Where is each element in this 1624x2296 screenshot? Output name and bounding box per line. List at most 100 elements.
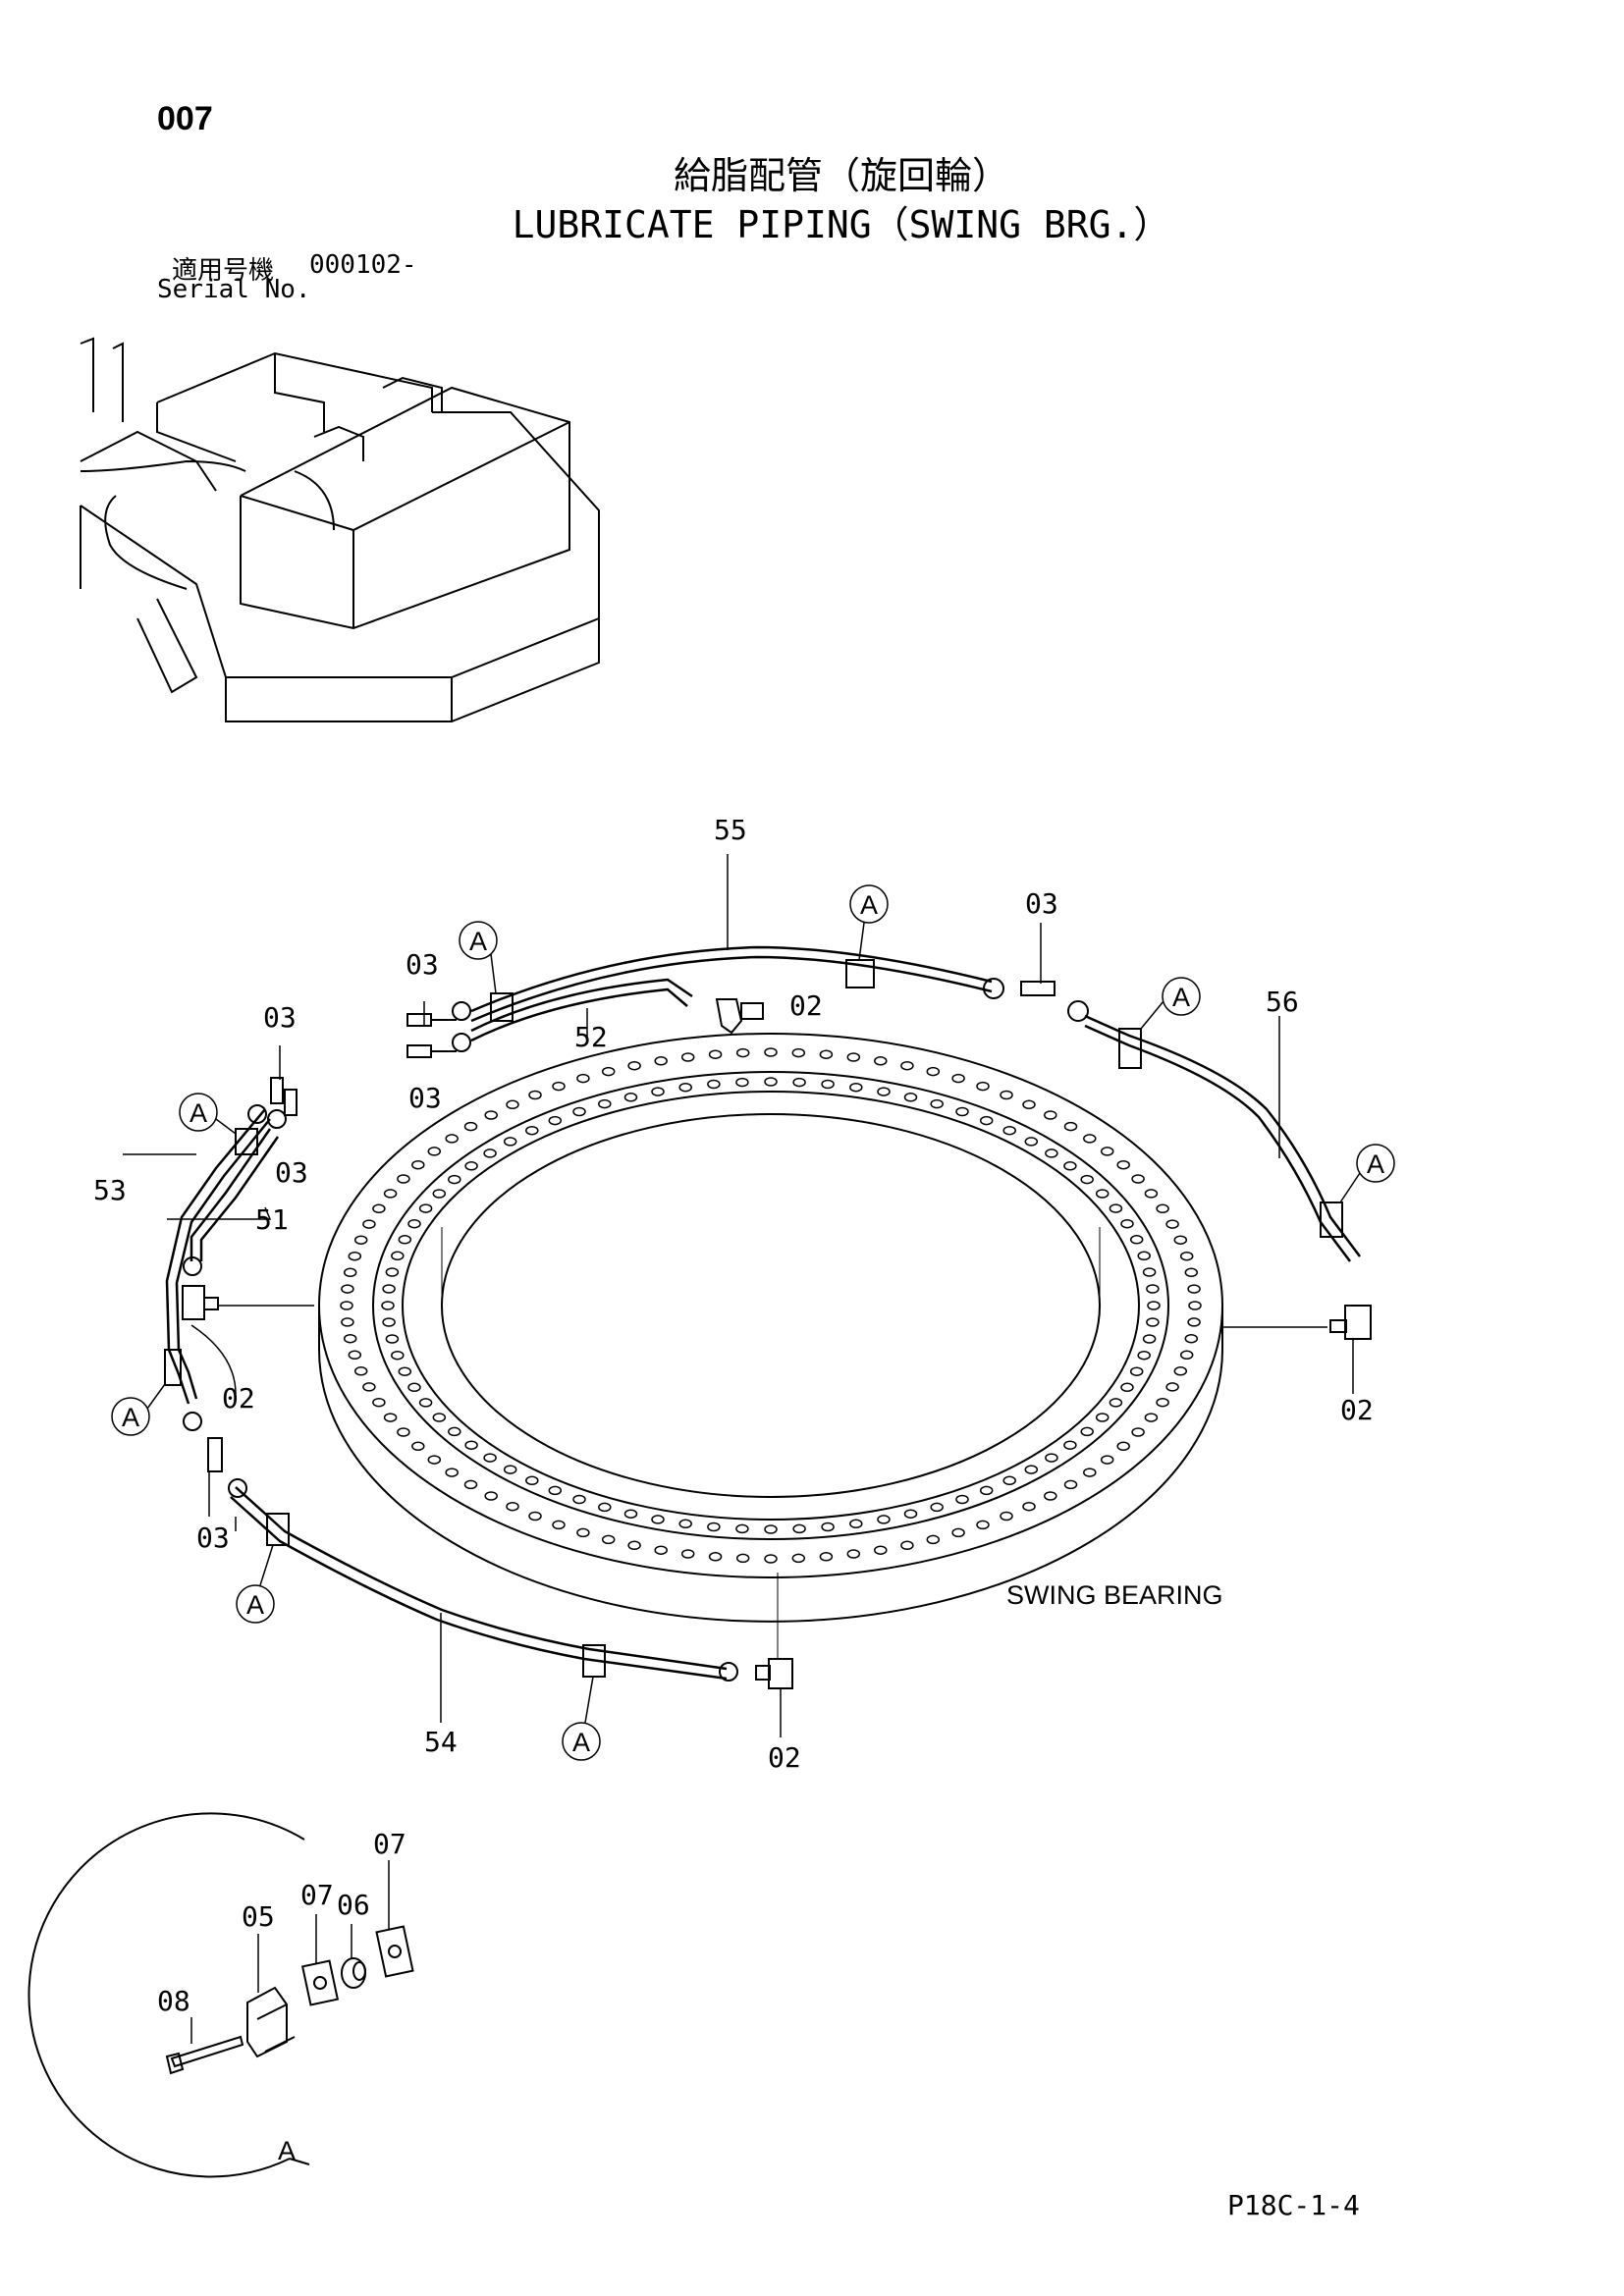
- bolt-hole: [1156, 1397, 1169, 1408]
- bolt-hole: [1165, 1219, 1179, 1229]
- bolt-hole: [418, 1398, 433, 1408]
- bolt-hole: [353, 1366, 368, 1376]
- clamp-marker-letter: A: [572, 1728, 590, 1757]
- bolt-hole: [1146, 1284, 1160, 1294]
- callout-03: 03: [196, 1522, 230, 1554]
- page-number: 007: [157, 100, 213, 137]
- bolt-hole: [343, 1267, 357, 1278]
- bolt-hole: [951, 1527, 965, 1538]
- bolt-hole: [1144, 1413, 1159, 1422]
- bolt-hole: [651, 1515, 665, 1524]
- bolt-hole: [1000, 1511, 1013, 1522]
- bolt-hole: [525, 1125, 539, 1136]
- bolt-hole: [1146, 1317, 1160, 1327]
- bolt-hole: [411, 1159, 425, 1170]
- bolt-hole: [1179, 1251, 1194, 1261]
- bolt-hole: [849, 1519, 863, 1529]
- bolt-hole: [464, 1440, 478, 1450]
- callout-02: 02: [789, 989, 823, 1022]
- clamp-marker-letter: A: [469, 927, 487, 956]
- bolt-hole: [572, 1106, 586, 1117]
- bolt-hole: [651, 1087, 665, 1096]
- bolt-hole: [680, 1549, 695, 1559]
- bolt-hole: [1100, 1147, 1114, 1156]
- bolt-hole: [340, 1301, 353, 1310]
- bolt-hole: [791, 1047, 806, 1058]
- bolt-hole: [483, 1148, 497, 1158]
- bolt-hole: [1188, 1301, 1202, 1310]
- bolt-hole: [343, 1333, 357, 1344]
- clamp-marker-a: [1140, 977, 1201, 1030]
- bolt-hole: [484, 1491, 498, 1501]
- bolt-hole: [874, 1545, 888, 1555]
- swing-bearing-ring: [318, 1033, 1223, 1623]
- bolt-hole: [707, 1522, 721, 1532]
- bolt-hole: [821, 1522, 835, 1532]
- bolt-hole: [951, 1073, 965, 1084]
- bolt-hole: [385, 1334, 400, 1344]
- bolt-hole: [846, 1052, 861, 1062]
- bolt-hole: [903, 1093, 918, 1102]
- bolt-hole: [525, 1475, 539, 1486]
- clamp-marker-a: [236, 1544, 275, 1624]
- bolt-hole: [623, 1509, 638, 1519]
- bolt-hole: [1000, 1090, 1013, 1100]
- clamp-marker-a: [849, 884, 889, 961]
- pipe-54: [230, 1486, 728, 1681]
- bolt-hole: [448, 1174, 461, 1185]
- bolt-hole: [979, 1115, 994, 1126]
- bolt-hole: [764, 1524, 778, 1534]
- bolt-hole: [849, 1082, 863, 1093]
- bolt-hole: [900, 1060, 914, 1071]
- bolt-hole: [548, 1115, 563, 1126]
- bolt-hole: [764, 1554, 778, 1564]
- bolt-hole: [903, 1509, 918, 1519]
- bolt-hole: [1131, 1174, 1145, 1184]
- bolt-hole: [391, 1251, 405, 1261]
- bolt-hole: [427, 1455, 442, 1465]
- callout-51: 51: [255, 1203, 289, 1236]
- bolt-hole: [463, 1121, 478, 1132]
- serial-label-english: Serial No.: [157, 275, 311, 304]
- bolt-hole: [1044, 1491, 1057, 1501]
- bolt-hole: [372, 1203, 386, 1214]
- bolt-hole: [601, 1066, 616, 1077]
- bolt-hole: [353, 1235, 368, 1245]
- bolt-hole: [427, 1147, 442, 1156]
- clamp-markers: [111, 884, 1395, 1761]
- bolt-hole: [503, 1137, 517, 1147]
- bolt-hole: [598, 1502, 612, 1513]
- bolt-hole: [1080, 1426, 1094, 1437]
- bolt-hole: [448, 1426, 461, 1437]
- bolt-hole: [1187, 1284, 1201, 1294]
- bolt-hole: [348, 1251, 362, 1261]
- serial-label-japanese: 適用号機: [172, 256, 275, 286]
- bolt-hole: [1063, 1121, 1078, 1132]
- bolt-hole: [552, 1520, 566, 1530]
- bolt-hole: [1024, 1465, 1039, 1474]
- bolt-hole: [976, 1520, 990, 1530]
- bolt-hole: [397, 1174, 410, 1184]
- bolt-hole: [874, 1056, 888, 1066]
- bolt-hole: [383, 1413, 398, 1422]
- bolt-hole: [1116, 1159, 1130, 1170]
- callout-07: 07: [373, 1828, 406, 1860]
- bolt-hole: [1173, 1235, 1188, 1245]
- clamp-marker-letter: A: [860, 890, 878, 920]
- bolt-hole: [678, 1519, 692, 1529]
- bolt-hole: [445, 1134, 459, 1144]
- bolt-hole: [627, 1540, 641, 1551]
- bolt-hole: [341, 1284, 354, 1294]
- machine-overview-illustration: [80, 337, 600, 722]
- bolt-hole: [445, 1468, 459, 1477]
- bolt-hole: [1080, 1174, 1094, 1185]
- bolt-hole: [654, 1056, 668, 1066]
- bolt-hole: [1100, 1455, 1114, 1465]
- bolt-hole: [1083, 1468, 1097, 1477]
- bolt-hole: [382, 1317, 396, 1327]
- bolt-hole: [678, 1082, 692, 1093]
- bolt-hole: [348, 1350, 362, 1361]
- title-japanese: 給脂配管（旋回輪）: [673, 154, 1009, 197]
- bolt-hole: [735, 1523, 749, 1534]
